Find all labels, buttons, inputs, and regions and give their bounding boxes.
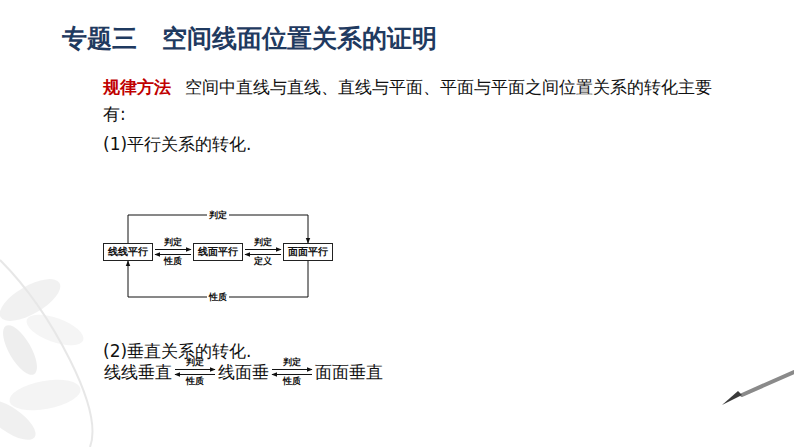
edge-label: 性质 (207, 293, 229, 302)
section-heading: (2)垂直关系的转化. (103, 340, 251, 363)
node-text: 面面垂直 (315, 362, 383, 382)
relation-box: 线面平行 (193, 243, 243, 261)
edge-label: 性质 (186, 377, 204, 386)
relation-arrow (272, 369, 312, 370)
edge-label: 判定 (186, 358, 204, 367)
relation-arrow (175, 374, 215, 375)
brush-decoration (722, 372, 794, 405)
relation-arrow (272, 374, 312, 375)
slide-title: 专题三 空间线面位置关系的证明 (62, 22, 437, 55)
edge-label: 判定 (254, 238, 272, 247)
node-text: 线线垂直 (104, 362, 172, 382)
method-heading: 规律方法 (103, 77, 171, 97)
relation-term: 面面垂直 (314, 362, 384, 382)
node-text: 线线平行 (108, 246, 148, 257)
relation-arrow (245, 249, 281, 250)
flower-decoration (0, 260, 93, 447)
node-text: 线面垂 (218, 362, 269, 382)
edge-label: 判定 (207, 211, 229, 220)
edge-label: 性质 (283, 377, 301, 386)
node-text: 面面平行 (288, 246, 328, 257)
relation-box: 线线平行 (103, 243, 153, 261)
section-heading: (1)平行关系的转化. (103, 133, 251, 156)
paragraph-text: 空间中直线与直线、直线与平面、平面与平面之间位置关系的转化主要有: (103, 77, 712, 124)
relation-term: 线线垂直 (103, 362, 173, 382)
node-text: 线面平行 (198, 246, 238, 257)
edge-label: 定义 (254, 257, 272, 266)
relation-arrow (175, 369, 215, 370)
relation-arrow (245, 254, 281, 255)
edge-label: 判定 (283, 358, 301, 367)
edge-label: 判定 (164, 238, 182, 247)
relation-box: 面面平行 (283, 243, 333, 261)
relation-arrow (155, 254, 191, 255)
relation-term: 线面垂 (217, 362, 270, 382)
edge-label: 性质 (164, 257, 182, 266)
paragraph: 规律方法空间中直线与直线、直线与平面、平面与平面之间位置关系的转化主要有: (103, 74, 728, 128)
relation-arrow (155, 249, 191, 250)
